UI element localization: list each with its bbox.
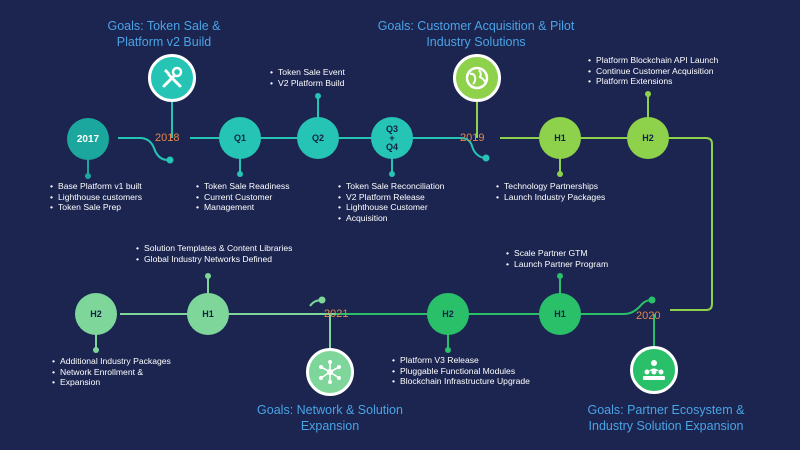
list-item: Platform V3 Release [392, 355, 530, 366]
node-2020-h2: H2 [427, 293, 469, 335]
milestone-list-q3-q4: Token Sale Reconciliation V2 Platform Re… [338, 181, 444, 223]
node-q3-label: Q3 [385, 123, 398, 134]
node-q4-label: Q4 [385, 141, 398, 152]
goal-token-sale: Goals: Token Sale & Platform v2 Build [94, 18, 234, 50]
goal-partner-ecosystem: Goals: Partner Ecosystem & Industry Solu… [578, 402, 754, 434]
list-item: Token Sale Readiness [196, 181, 290, 192]
list-item: Token Sale Event [270, 67, 345, 78]
milestone-list-2017: Base Platform v1 built Lighthouse custom… [50, 181, 142, 213]
list-item: Current Customer [196, 192, 290, 203]
list-item: Additional Industry Packages [52, 356, 171, 367]
list-item: Expansion [52, 377, 171, 388]
milestone-list-2020-h1: Scale Partner GTM Launch Partner Program [506, 248, 608, 269]
list-item: Scale Partner GTM [506, 248, 608, 259]
node-2020-h1: H1 [539, 293, 581, 335]
list-item: Pluggable Functional Modules [392, 366, 530, 377]
node-2019-h1: H1 [539, 117, 581, 159]
milestone-list-2021-h2: Additional Industry Packages Network Enr… [52, 356, 171, 388]
list-item: Token Sale Reconciliation [338, 181, 444, 192]
list-item: Global Industry Networks Defined [136, 254, 292, 265]
network-icon [306, 348, 354, 396]
globe-icon [453, 54, 501, 102]
milestone-list-q2: Token Sale Event V2 Platform Build [270, 67, 345, 88]
node-2018-q2: Q2 [297, 117, 339, 159]
list-item: Token Sale Prep [50, 202, 142, 213]
node-2018-q1: Q1 [219, 117, 261, 159]
milestone-list-2019-h1: Technology Partnerships Launch Industry … [496, 181, 605, 202]
list-item: Acquisition [338, 213, 444, 224]
milestone-list-2021-h1: Solution Templates & Content Libraries G… [136, 243, 292, 264]
year-2020: 2020 [636, 310, 661, 322]
goal-network-solution: Goals: Network & Solution Expansion [248, 402, 412, 434]
node-2018-q3-q4: Q3 + Q4 [371, 117, 413, 159]
milestone-list-2020-h2: Platform V3 Release Pluggable Functional… [392, 355, 530, 387]
people-icon [630, 346, 678, 394]
list-item: Blockchain Infrastructure Upgrade [392, 376, 530, 387]
goal-partner-ecosystem-line1: Goals: Partner Ecosystem & [587, 403, 745, 417]
goal-token-sale-line2: Platform v2 Build [116, 35, 212, 49]
list-item: Network Enrollment & [52, 367, 171, 378]
list-item: Continue Customer Acquisition [588, 66, 718, 77]
goal-token-sale-line1: Goals: Token Sale & [107, 19, 221, 33]
list-item: Platform Extensions [588, 76, 718, 87]
goal-network-solution-line2: Expansion [300, 419, 360, 433]
milestone-list-2019-h2: Platform Blockchain API Launch Continue … [588, 55, 718, 87]
year-2021: 2021 [324, 308, 349, 320]
list-item: Platform Blockchain API Launch [588, 55, 718, 66]
list-item: Lighthouse customers [50, 192, 142, 203]
goal-customer-acquisition-line2: Industry Solutions [426, 35, 526, 49]
list-item: Management [196, 202, 290, 213]
goal-customer-acquisition: Goals: Customer Acquisition & Pilot Indu… [360, 18, 592, 50]
milestone-list-q1: Token Sale Readiness Current Customer Ma… [196, 181, 290, 213]
node-2017: 2017 [67, 118, 109, 160]
list-item: Launch Partner Program [506, 259, 608, 270]
goal-network-solution-line1: Goals: Network & Solution [257, 403, 403, 417]
list-item: Technology Partnerships [496, 181, 605, 192]
list-item: Launch Industry Packages [496, 192, 605, 203]
list-item: Lighthouse Customer [338, 202, 444, 213]
list-item: Solution Templates & Content Libraries [136, 243, 292, 254]
list-item: Base Platform v1 built [50, 181, 142, 192]
goal-partner-ecosystem-line2: Industry Solution Expansion [588, 419, 744, 433]
tools-icon [148, 54, 196, 102]
node-2021-h2: H2 [75, 293, 117, 335]
node-2021-h1: H1 [187, 293, 229, 335]
list-item: V2 Platform Release [338, 192, 444, 203]
node-2019-h2: H2 [627, 117, 669, 159]
list-item: V2 Platform Build [270, 78, 345, 89]
node-plus-label: + [389, 132, 395, 143]
year-2019: 2019 [460, 132, 485, 144]
goal-customer-acquisition-line1: Goals: Customer Acquisition & Pilot [377, 19, 575, 33]
year-2018: 2018 [155, 132, 180, 144]
